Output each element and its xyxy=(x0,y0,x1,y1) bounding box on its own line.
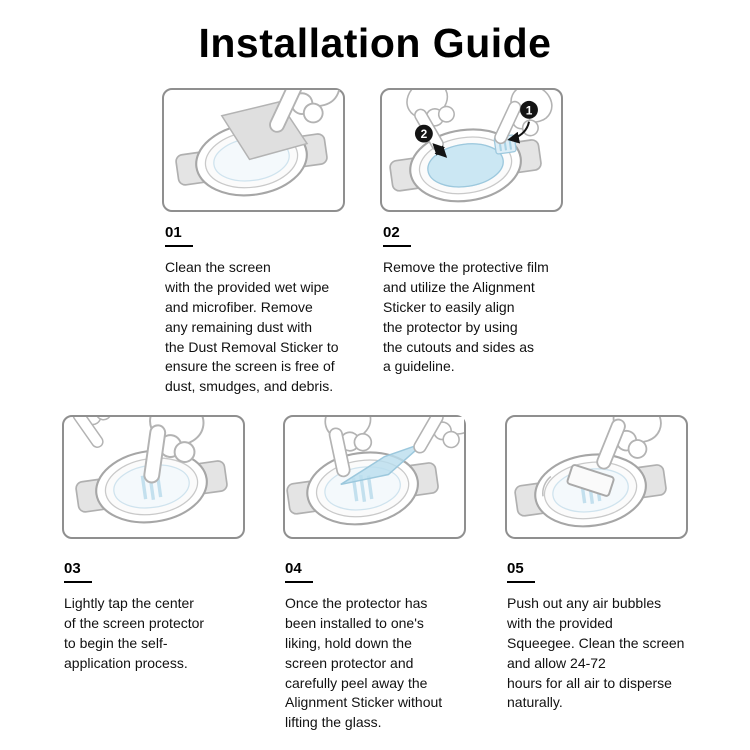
step-01-number: 01 xyxy=(165,224,193,247)
badge-2-circle xyxy=(414,124,433,143)
peel-sticker-illustration-icon xyxy=(285,417,464,535)
badge-1-number: 1 xyxy=(526,103,533,117)
tap-center-illustration-icon xyxy=(64,417,232,533)
motion-line xyxy=(542,475,552,497)
panel-step-02: 1 2 xyxy=(380,88,563,212)
squeegee-icon xyxy=(566,464,615,497)
clean-screen-illustration-icon xyxy=(171,90,343,206)
step-01-label: 01 xyxy=(165,224,193,247)
panel-step-04 xyxy=(283,415,466,539)
holding-hand-icon xyxy=(64,417,129,451)
step-05-number: 05 xyxy=(507,560,535,583)
double-arrow-icon xyxy=(432,143,447,158)
step-01-text: Clean the screen with the provided wet w… xyxy=(165,259,339,395)
step-03-text: Lightly tap the center of the screen pro… xyxy=(64,595,205,671)
step-02-text: Remove the protective film and utilize t… xyxy=(383,259,549,375)
align-protector-illustration-icon: 1 2 xyxy=(385,90,559,210)
step-03-number: 03 xyxy=(64,560,92,583)
panel-step-05 xyxy=(505,415,688,539)
step-05-text: Push out any air bubbles with the provid… xyxy=(507,595,685,711)
step-02-number: 02 xyxy=(383,224,411,247)
step-03-label: 03 xyxy=(64,560,92,583)
step-04-label: 04 xyxy=(285,560,313,583)
step-05-label: 05 xyxy=(507,560,535,583)
badge-2-number: 2 xyxy=(421,127,428,141)
step-02-label: 02 xyxy=(383,224,411,247)
page-title: Installation Guide xyxy=(198,20,552,66)
badge-1-circle xyxy=(520,100,538,119)
squeegee-illustration-icon xyxy=(510,417,671,537)
peeling-hand-icon xyxy=(409,417,464,471)
step-04-number: 04 xyxy=(285,560,313,583)
curved-arrow-icon xyxy=(507,121,530,144)
panel-step-03 xyxy=(62,415,245,539)
step-04-text: Once the protector has been installed to… xyxy=(285,595,443,731)
panel-step-01 xyxy=(162,88,345,212)
